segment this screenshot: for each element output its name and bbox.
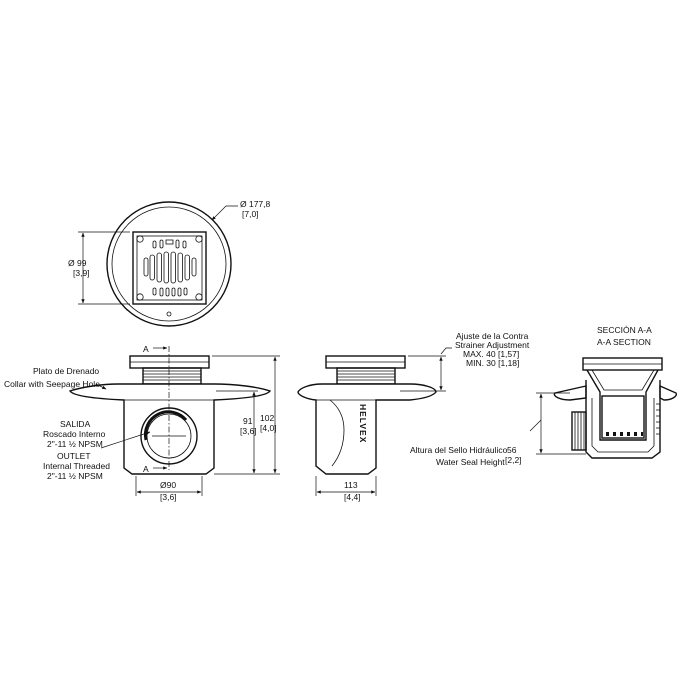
water-seal-leader — [529, 419, 542, 432]
dimension-102-inch-label: [4,0] — [260, 423, 277, 433]
section-collar-right — [659, 384, 678, 401]
adjust-min-label: MIN. 30 [1,18] — [466, 358, 519, 368]
collar-plate — [68, 383, 272, 475]
seepage-hole — [166, 311, 172, 317]
section-basket-slots — [606, 432, 643, 436]
side-barrel-threads — [337, 370, 395, 381]
dimension-91-inch-label: [3,6] — [240, 426, 257, 436]
brand-label: HELVEX — [358, 404, 368, 443]
section-marker-bottom: A — [143, 464, 149, 474]
grate-screw — [195, 235, 203, 243]
outlet-label-en-3: 2"-11 ½ NPSM — [47, 471, 103, 481]
grate-screw — [136, 293, 144, 301]
adjust-label-en: Strainer Adjustment — [455, 340, 530, 350]
outlet-label-en-2: Internal Threaded — [43, 461, 110, 471]
top-view-outer-ring — [106, 201, 232, 327]
adjust-leader — [440, 347, 452, 355]
dimension-90-label: Ø90 — [160, 480, 176, 490]
grate-main-slots — [143, 251, 197, 284]
outlet-leader — [100, 431, 151, 449]
section-view: SECCIÓN A-A A-A SECTION — [410, 325, 678, 467]
grate-top-slots — [152, 239, 187, 249]
grate-size-label: Ø 99 — [68, 258, 87, 268]
outlet-label-es-2: Roscado Interno — [43, 429, 106, 439]
water-seal-label-es: Altura del Sello Hidráulico — [410, 445, 508, 455]
section-basket — [601, 395, 645, 439]
collar-label-es: Plato de Drenado — [33, 366, 99, 376]
outlet-inner-curve — [143, 410, 188, 441]
grate-frame — [132, 231, 207, 305]
water-seal-label-en: Water Seal Height — [436, 457, 505, 467]
section-outlet-thread-lines — [574, 412, 585, 450]
dimension-113-label: 113 — [344, 480, 358, 490]
adjust-label-es: Ajuste de la Contra — [456, 331, 529, 341]
side-collar-plate — [297, 383, 437, 475]
water-seal-value-inch: [2,2] — [505, 455, 522, 465]
collar-label-en: Collar with Seepage Hole — [4, 379, 100, 389]
side-body-notch — [329, 399, 345, 467]
outer-diameter-inch-label: [7,0] — [242, 209, 259, 219]
section-outlet-thread — [571, 411, 587, 451]
barrel-threads — [143, 370, 201, 381]
grate-screw — [136, 235, 144, 243]
section-title-en: A-A SECTION — [597, 337, 651, 347]
threaded-barrel — [142, 367, 202, 385]
section-funnel — [586, 369, 659, 441]
outlet-label-en-1: OUTLET — [57, 451, 91, 461]
grate-screw — [195, 293, 203, 301]
grate-bottom-slots — [152, 287, 188, 297]
top-view-inner-ring — [111, 206, 227, 322]
side-threaded-barrel — [336, 367, 396, 385]
dimension-90-inch-label: [3,6] — [160, 492, 177, 502]
front-view: A A Plato de Drenado Collar with Seepage… — [4, 344, 280, 502]
grate-inner-frame — [136, 235, 203, 301]
outlet-label-es-1: SALIDA — [60, 419, 91, 429]
section-title-es: SECCIÓN A-A — [597, 325, 652, 335]
dimension-91-label: 91 — [243, 416, 253, 426]
section-body — [585, 380, 661, 459]
outer-diameter-leader — [211, 205, 238, 221]
collar-leader — [95, 383, 107, 390]
water-seal-value: 56 — [507, 445, 517, 455]
section-marker-top: A — [143, 344, 149, 354]
grate-size-inch-label: [3,9] — [73, 268, 90, 278]
top-view: Ø 177,8 [7,0] Ø 99 [3,9] — [68, 199, 271, 327]
adjust-max-label: MAX. 40 [1,57] — [463, 349, 519, 359]
outlet-label-es-3: 2"-11 ½ NPSM — [47, 439, 103, 449]
dimension-113-inch-label: [4,4] — [344, 492, 361, 502]
outer-diameter-label: Ø 177,8 — [240, 199, 271, 209]
dimension-102-label: 102 — [260, 413, 274, 423]
side-view: HELVEX Ajuste de la Contra Strainer Adju… — [297, 331, 530, 502]
section-right-threads — [656, 403, 660, 435]
